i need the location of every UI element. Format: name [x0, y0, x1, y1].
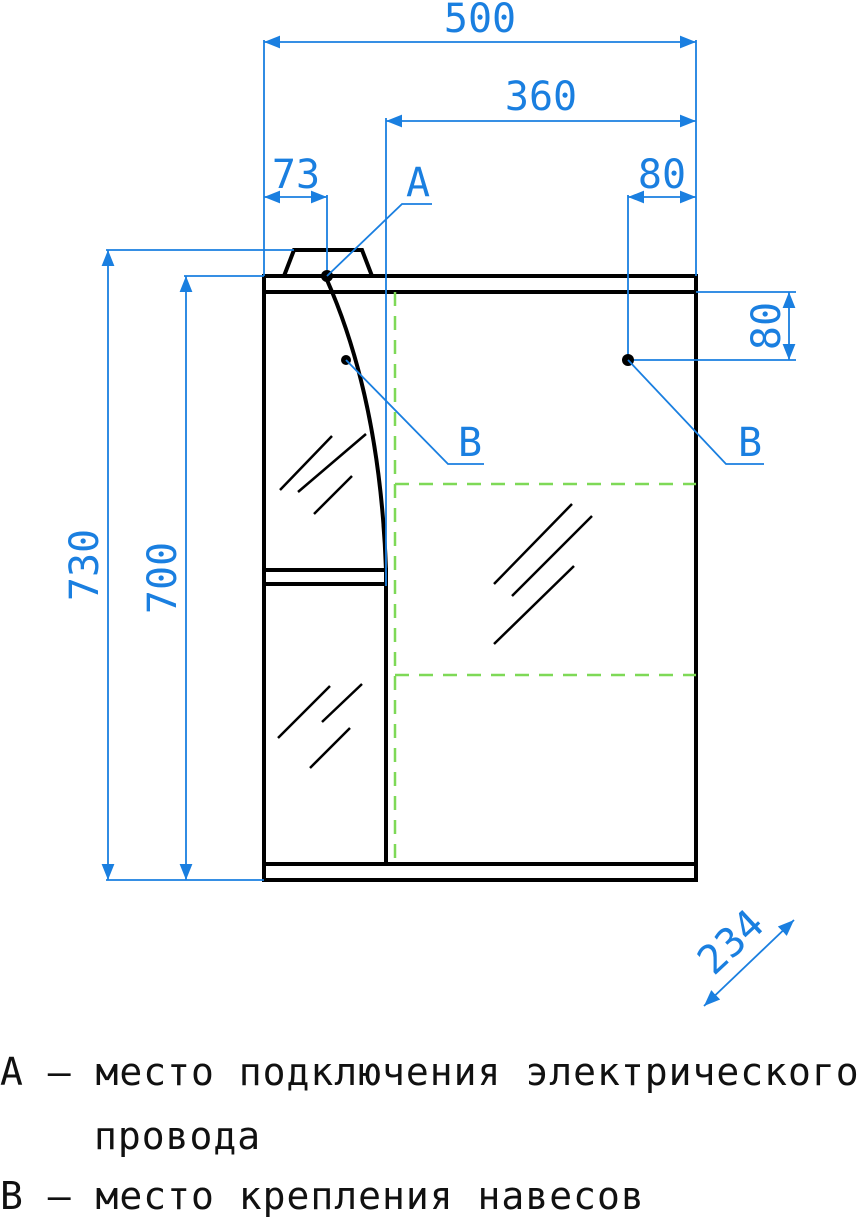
- cabinet-outline: [262, 248, 698, 882]
- legend-line-b: B – место крепления навесов: [0, 1174, 645, 1218]
- left-small-shelf: [262, 568, 388, 586]
- legend: A – место подключения электрического про…: [0, 1050, 865, 1224]
- dim-700-label: 700: [140, 542, 186, 614]
- dim-360-label: 360: [505, 74, 577, 120]
- dim-234-line: [703, 919, 795, 1007]
- dim-500-label: 500: [444, 0, 516, 42]
- top-lamp: [282, 248, 374, 277]
- cabinet-body: [262, 274, 698, 882]
- dim-730-label: 730: [62, 529, 108, 601]
- mount-points: [321, 270, 634, 366]
- dimension-lines: [101, 35, 796, 1007]
- dim-73-label: 73: [272, 152, 320, 198]
- legend-line-a-cont: провода: [94, 1114, 262, 1158]
- mirror-reflections: [277, 433, 593, 769]
- hidden-edges: [393, 292, 696, 864]
- leader-a: [326, 203, 432, 277]
- curved-door-edge: [325, 279, 388, 571]
- dim-234-label: 234: [689, 901, 773, 984]
- legend-line-a: A – место подключения электрического: [0, 1050, 860, 1094]
- leader-b-right: [627, 359, 764, 465]
- callout-b-left: B: [458, 420, 482, 466]
- dim-80h-label: 80: [638, 152, 686, 198]
- callout-b-right: B: [738, 420, 762, 466]
- callout-a: A: [406, 160, 430, 206]
- dim-80v-label: 80: [744, 302, 790, 350]
- cabinet-drawing: 500 360 73 80 730 700 80 234 A B B: [62, 0, 796, 1007]
- leader-b-left: [345, 359, 484, 465]
